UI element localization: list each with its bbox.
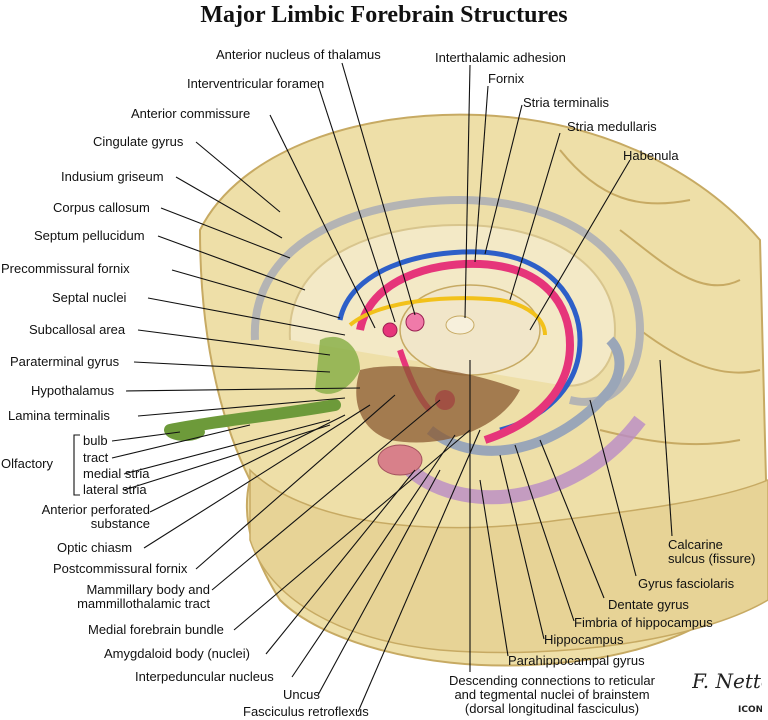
label-descending-line2: and tegmental nuclei of brainstem	[454, 687, 650, 702]
label-mammillary-line2: mammillothalamic tract	[77, 596, 210, 611]
stria-terminalis-path	[337, 249, 583, 433]
label-anterior-perforated: Anterior perforated substance	[30, 503, 150, 531]
label-parahippocampal-gyrus: Parahippocampal gyrus	[508, 653, 645, 668]
label-fasciculus-retroflexus: Fasciculus retroflexus	[243, 704, 369, 719]
anterior-commissure-shape	[382, 322, 398, 338]
label-mammillary: Mammillary body and mammillothalamic tra…	[60, 583, 210, 611]
stria-medullaris-path	[348, 296, 547, 336]
label-corpus-callosum: Corpus callosum	[53, 200, 150, 215]
label-postcommissural-fornix: Postcommissural fornix	[53, 561, 188, 576]
signature-text: F. Netter M.D.	[692, 669, 762, 693]
label-interventricular-foramen: Interventricular foramen	[187, 76, 325, 91]
gyrus-line-1	[559, 149, 691, 205]
label-precommissural-fornix: Precommissural fornix	[1, 261, 130, 276]
gyrus-line-4	[599, 429, 741, 446]
label-interthalamic-adhesion: Interthalamic adhesion	[435, 50, 566, 65]
amygdala-shape	[377, 444, 423, 476]
label-uncus: Uncus	[283, 687, 320, 702]
label-fornix: Fornix	[488, 71, 525, 86]
label-gyrus-fasciolaris: Gyrus fasciolaris	[638, 576, 735, 591]
label-olfactory-bulb: bulb	[83, 433, 108, 448]
netter-signature: F. Netter M.D. ICON	[692, 669, 762, 715]
label-calcarine-line1: Calcarine	[668, 537, 723, 552]
label-lateral-stria: lateral stria	[83, 482, 147, 497]
anterior-nucleus-shape	[405, 312, 425, 332]
label-anterior-nucleus-thalamus: Anterior nucleus of thalamus	[216, 47, 381, 62]
label-descending-connections: Descending connections to reticular and …	[432, 674, 672, 716]
label-septum-pellucidum: Septum pellucidum	[34, 228, 145, 243]
corpus-callosum-arch	[250, 195, 645, 406]
midbrain-region	[356, 366, 520, 443]
label-anterior-perforated-line2: substance	[90, 516, 150, 531]
label-interpeduncular-nucleus: Interpeduncular nucleus	[135, 669, 274, 684]
label-calcarine-line2: sulcus (fissure)	[668, 551, 756, 566]
label-amygdaloid-body: Amygdaloid body (nuclei)	[104, 646, 250, 661]
septal-region	[315, 336, 360, 394]
label-stria-terminalis: Stria terminalis	[523, 95, 609, 110]
label-paraterminal-gyrus: Paraterminal gyrus	[10, 354, 120, 369]
label-anterior-commissure: Anterior commissure	[131, 106, 251, 121]
label-fimbria-hippocampus: Fimbria of hippocampus	[574, 615, 713, 630]
label-olfactory-tract: tract	[83, 450, 109, 465]
label-subcallosal-area: Subcallosal area	[29, 322, 126, 337]
label-indusium-griseum: Indusium griseum	[61, 169, 164, 184]
gyrus-line-2	[619, 229, 741, 287]
interthalamic-adhesion-shape	[445, 315, 475, 335]
label-medial-forebrain-bundle: Medial forebrain bundle	[88, 622, 224, 637]
label-hippocampus: Hippocampus	[544, 632, 624, 647]
label-stria-medullaris: Stria medullaris	[567, 119, 657, 134]
label-medial-stria: medial stria	[83, 466, 150, 481]
label-anterior-perforated-line1: Anterior perforated	[41, 502, 150, 517]
label-calcarine: Calcarine sulcus (fissure)	[668, 538, 755, 566]
gyrus-line-3	[639, 329, 761, 374]
label-hypothalamus: Hypothalamus	[31, 383, 115, 398]
label-dentate-gyrus: Dentate gyrus	[608, 597, 689, 612]
hippocampus-band	[426, 336, 625, 456]
page-title: Major Limbic Forebrain Structures	[200, 2, 568, 28]
parahippocampal-band	[405, 415, 646, 505]
fornix-path	[356, 259, 575, 444]
label-optic-chiasm: Optic chiasm	[57, 540, 133, 555]
label-septal-nuclei: Septal nuclei	[52, 290, 127, 305]
signature-mark: ICON	[738, 705, 762, 715]
olfactory-bulb-shape	[165, 423, 205, 441]
label-cingulate-gyrus: Cingulate gyrus	[93, 134, 184, 149]
label-mammillary-line1: Mammillary body and	[86, 582, 210, 597]
label-descending-line3: (dorsal longitudinal fasciculus)	[464, 701, 640, 716]
label-lamina-terminalis: Lamina terminalis	[8, 408, 110, 423]
label-olfactory: Olfactory	[1, 456, 54, 471]
label-habenula: Habenula	[623, 148, 679, 163]
label-descending-line1: Descending connections to reticular	[449, 673, 655, 688]
